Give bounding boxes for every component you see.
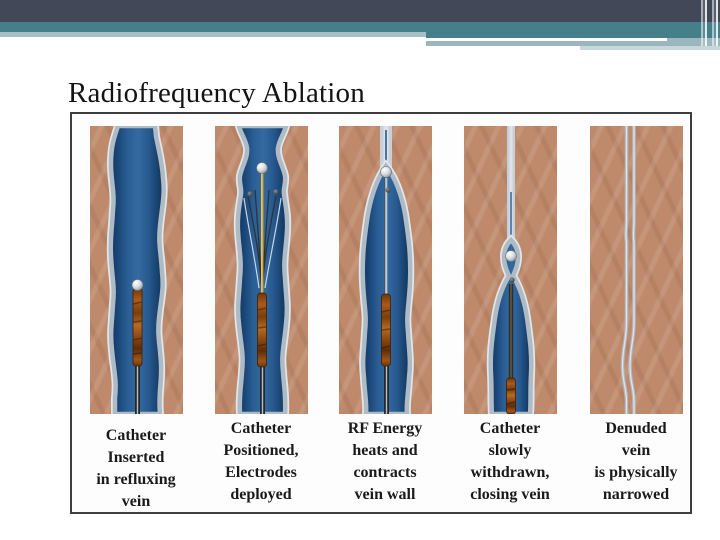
vein-illustration-step-5 bbox=[620, 126, 636, 414]
header-lightest-teal-strip bbox=[580, 46, 720, 50]
caption-step-3: RF Energy heats and contracts vein wall bbox=[323, 418, 447, 506]
caption-line: slowly bbox=[488, 442, 532, 459]
caption-line: Positioned, bbox=[223, 442, 299, 459]
caption-line: Inserted bbox=[107, 449, 165, 466]
caption-line: vein bbox=[621, 442, 651, 459]
panel-step-3 bbox=[339, 126, 432, 414]
caption-line: Catheter bbox=[479, 420, 541, 437]
caption-step-5: Denuded vein is physically narrowed bbox=[574, 418, 698, 506]
caption-line: Catheter bbox=[105, 427, 167, 444]
figure-box: Catheter Inserted in refluxing vein Cath… bbox=[70, 112, 692, 514]
slide-title: Radiofrequency Ablation bbox=[68, 77, 365, 110]
panel-step-5 bbox=[590, 126, 683, 414]
vein-illustration-step-1 bbox=[106, 126, 168, 414]
caption-line: closing vein bbox=[470, 486, 550, 503]
caption-line: withdrawn, bbox=[470, 464, 550, 481]
caption-step-2: Catheter Positioned, Electrodes deployed bbox=[199, 418, 323, 506]
caption-line: contracts bbox=[353, 464, 417, 481]
caption-line: vein wall bbox=[354, 486, 416, 503]
caption-line: vein bbox=[121, 493, 151, 510]
caption-line: RF Energy bbox=[347, 420, 423, 437]
caption-line: is physically bbox=[594, 464, 678, 481]
caption-step-1: Catheter Inserted in refluxing vein bbox=[74, 418, 198, 513]
header-mid-teal-strip-b bbox=[426, 41, 720, 46]
caption-line: heats and bbox=[352, 442, 418, 459]
caption-line: Denuded bbox=[605, 420, 667, 437]
caption-line: narrowed bbox=[602, 486, 670, 503]
vein-illustration-step-3 bbox=[358, 126, 415, 414]
caption-line: Electrodes bbox=[225, 464, 297, 481]
header-light-teal-strip bbox=[0, 32, 426, 37]
caption-line: Catheter bbox=[230, 420, 292, 437]
caption-line: deployed bbox=[230, 486, 292, 503]
panel-step-1 bbox=[90, 126, 183, 414]
header-navy-bar bbox=[0, 0, 720, 22]
header-corner-stripes-decoration bbox=[699, 0, 720, 46]
caption-line: in refluxing bbox=[96, 471, 176, 488]
header-mid-teal-strip-a bbox=[667, 38, 720, 41]
vein-illustration-step-4 bbox=[486, 126, 536, 414]
panel-step-4 bbox=[464, 126, 557, 414]
panel-step-2 bbox=[215, 126, 308, 414]
header-teal-bar bbox=[0, 22, 720, 32]
vein-illustration-step-2 bbox=[233, 126, 292, 414]
header-teal-right-block bbox=[426, 32, 720, 38]
caption-step-4: Catheter slowly withdrawn, closing vein bbox=[448, 418, 572, 506]
